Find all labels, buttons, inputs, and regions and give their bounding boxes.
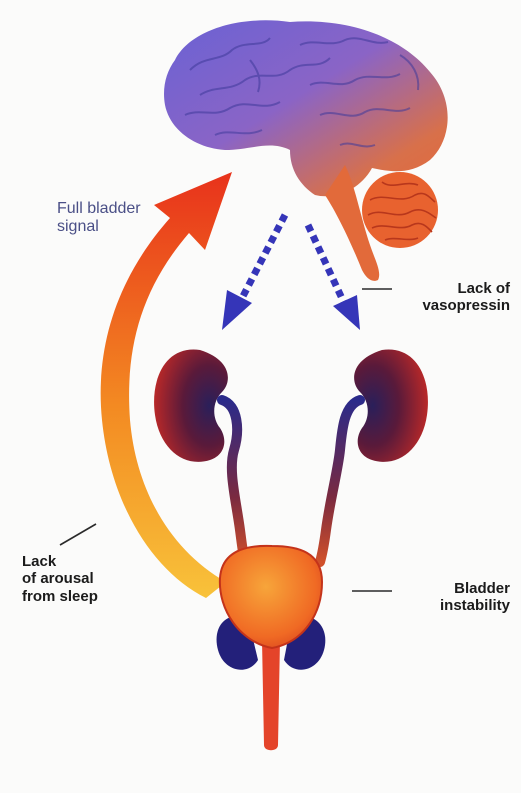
lack-of-arousal-line-1: Lack (22, 553, 98, 570)
left-kidney (154, 350, 228, 462)
full-bladder-signal-label: Full bladder signal (57, 200, 141, 237)
bladder-illustration (217, 546, 326, 750)
right-ureter (320, 400, 360, 562)
bladder-instability-line-1: Bladder (400, 580, 510, 597)
urethra (262, 640, 280, 750)
lack-of-arousal-line-3: from sleep (22, 588, 98, 605)
left-ureter (222, 400, 245, 562)
arousal-callout-line (60, 524, 96, 545)
lack-of-vasopressin-label: Lack of vasopressin (402, 280, 510, 315)
lack-of-arousal-line-2: of arousal (22, 570, 98, 587)
cerebellum (362, 172, 438, 248)
right-kidney (354, 350, 428, 462)
bladder-instability-line-2: instability (400, 597, 510, 614)
dashed-arrow-left (222, 215, 285, 330)
cerebrum (164, 20, 448, 196)
lack-of-vasopressin-line-2: vasopressin (402, 297, 510, 314)
full-bladder-signal-line-1: Full bladder (57, 200, 141, 218)
lack-of-vasopressin-line-1: Lack of (402, 280, 510, 297)
full-bladder-signal-line-2: signal (57, 218, 141, 236)
lack-of-arousal-label: Lack of arousal from sleep (22, 553, 98, 605)
bladder-instability-label: Bladder instability (400, 580, 510, 615)
